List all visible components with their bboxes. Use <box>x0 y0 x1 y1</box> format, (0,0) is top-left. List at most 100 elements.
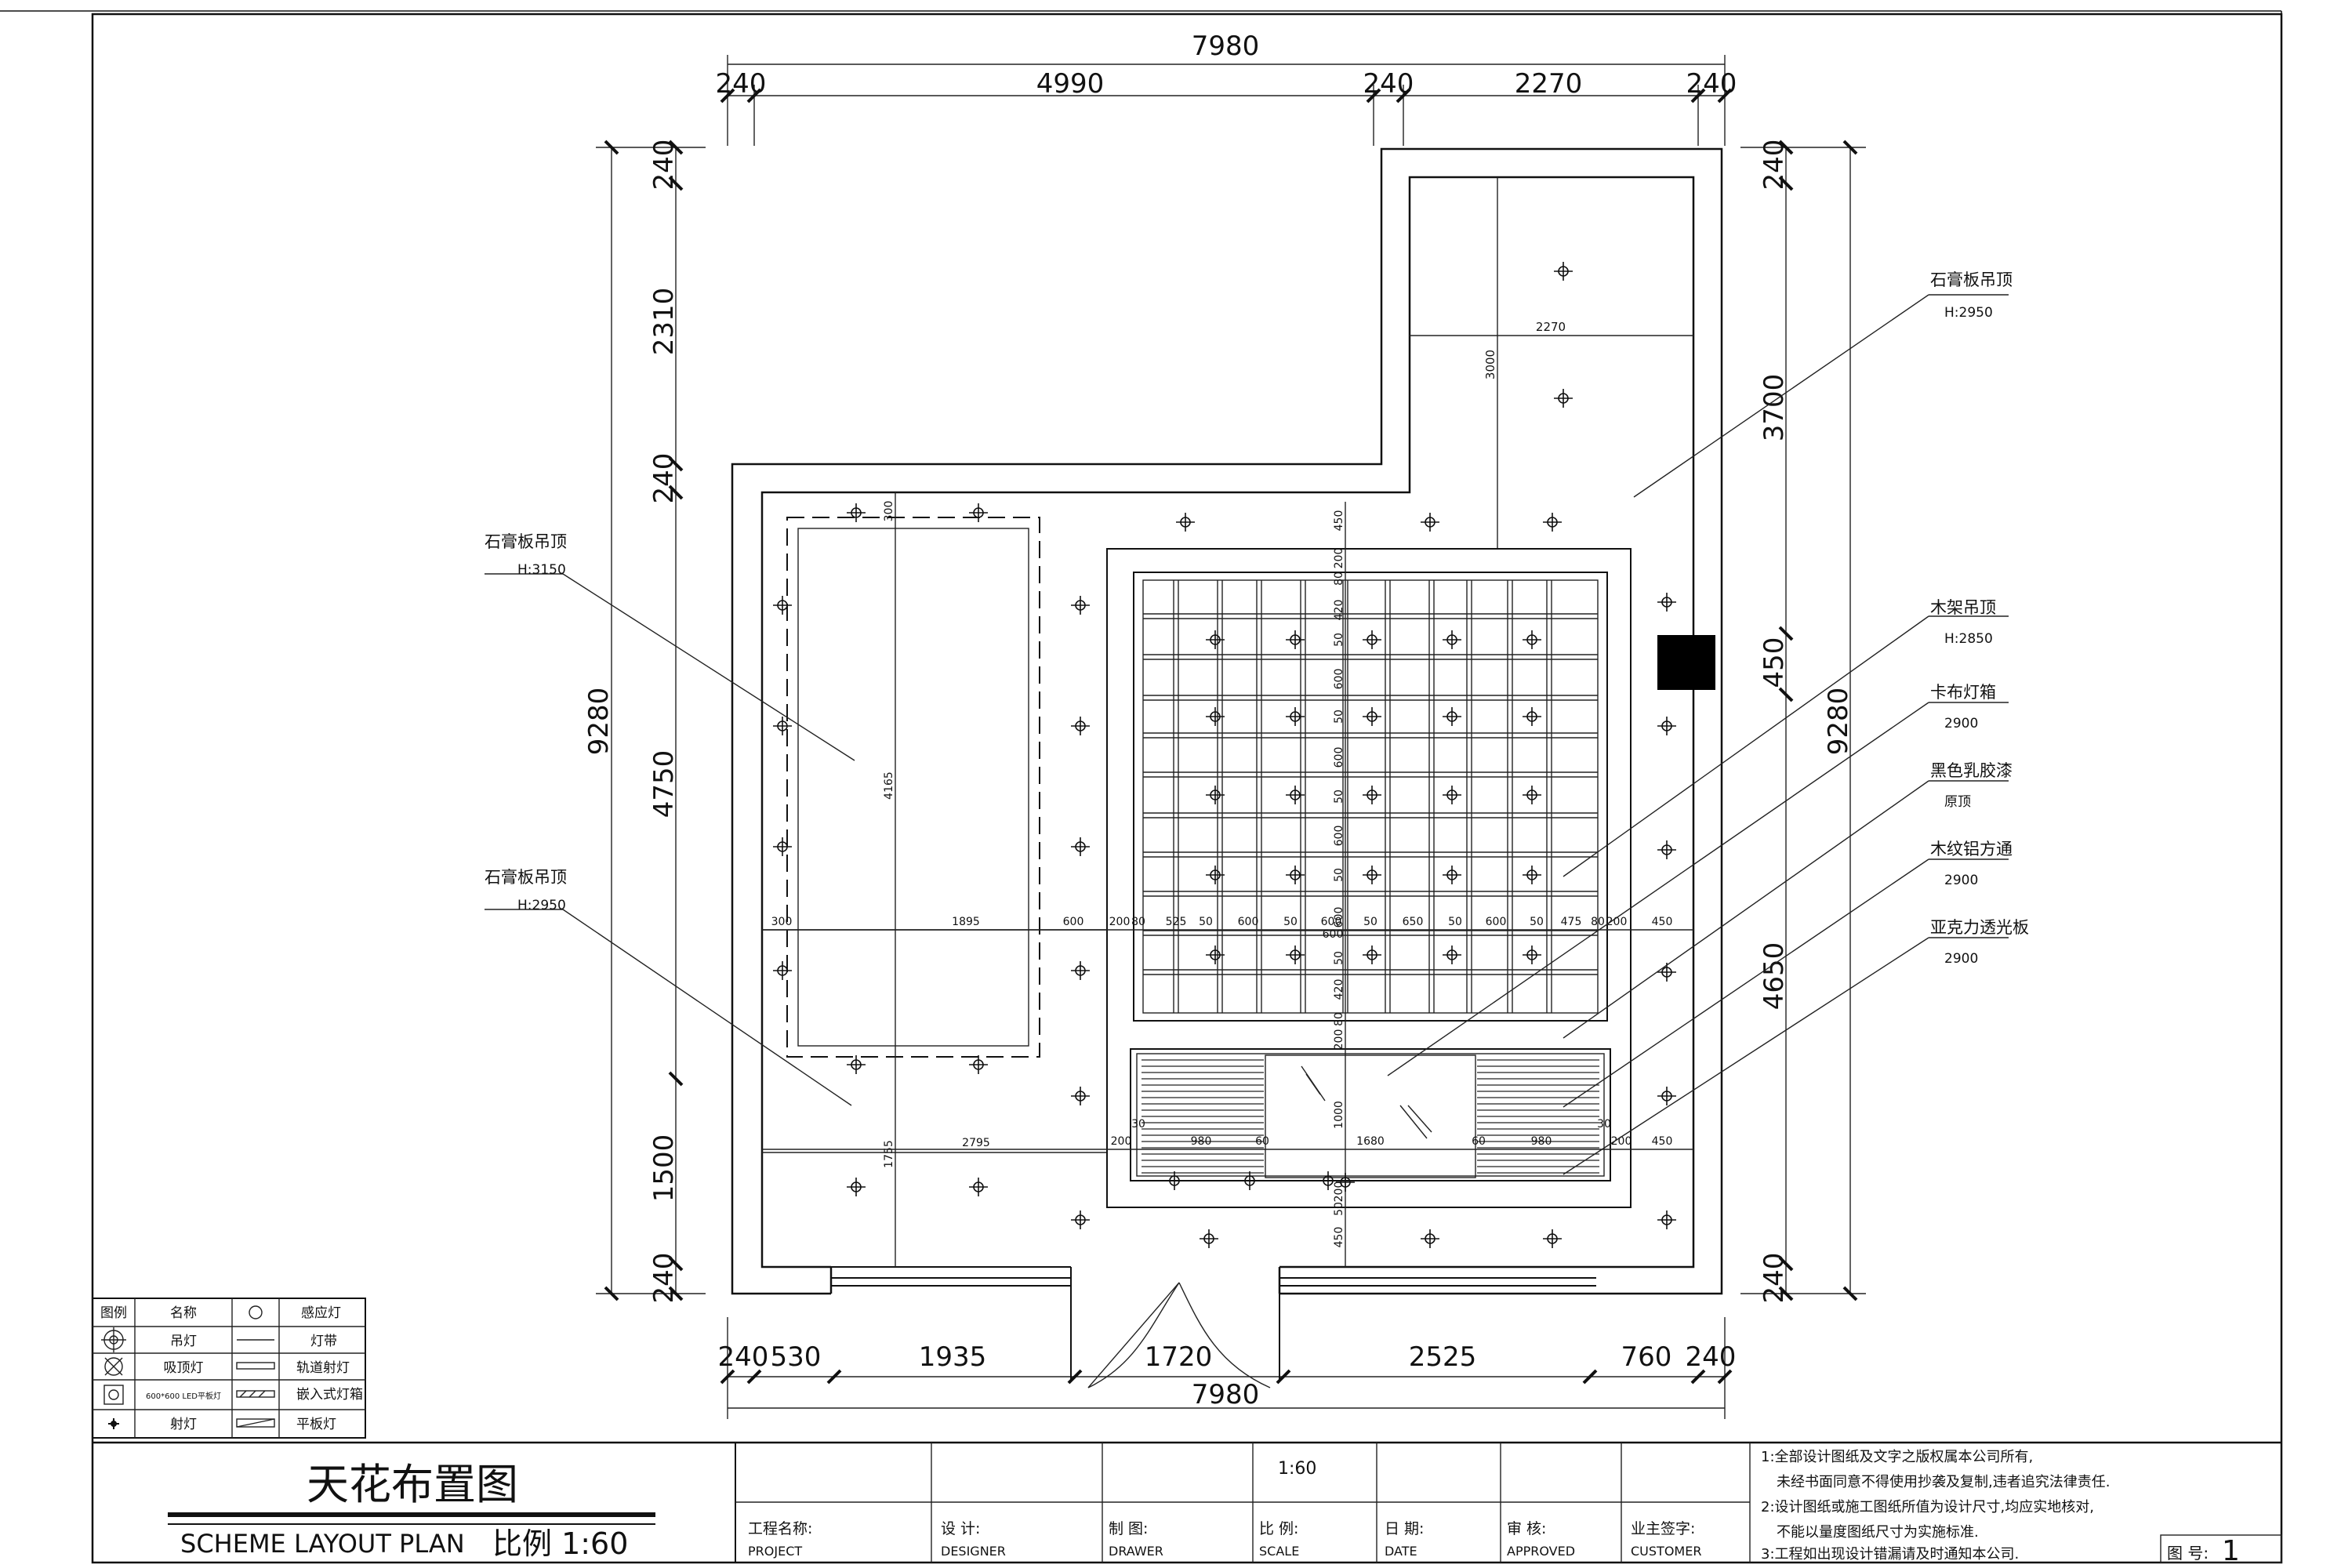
chandelier-icon <box>101 1327 126 1352</box>
grid-row-dim: 50 <box>1283 916 1298 928</box>
left-dim-seg-1: 240 <box>648 140 680 191</box>
spotlight-icon <box>1421 513 1439 532</box>
bottom-dim-seg-2: 530 <box>771 1341 822 1373</box>
fabric-light-box <box>1130 1048 1611 1181</box>
title-field-label: 工程名称: <box>748 1520 812 1537</box>
left-dim-seg-4: 4750 <box>648 750 680 818</box>
grid-col-dim: 600 <box>1333 907 1345 928</box>
legend-item-name: 600*600 LED平板灯 <box>146 1391 221 1401</box>
spotlight-icon <box>1363 946 1381 964</box>
left-total-dim: 9280 <box>583 688 615 756</box>
grid-row-dim: 50 <box>1199 916 1213 928</box>
grid-row-dim: 80 <box>1131 916 1145 928</box>
right-dimension-chain: 9280 240 3700 450 4650 240 <box>1740 140 1866 1303</box>
annotation-right-1-height: H:2950 <box>1944 305 1993 321</box>
grid-row-dim: 525 <box>1166 916 1187 928</box>
upper-room-ceiling: 2270 3000 <box>1410 177 1693 549</box>
spotlight-icon <box>1363 786 1381 804</box>
annotation-left-1-height: H:3150 <box>517 562 566 578</box>
lightbox-row-dim: 30 <box>1131 1118 1145 1131</box>
led-panel-icon <box>103 1385 124 1405</box>
spotlight-icon <box>1443 946 1461 964</box>
spotlights <box>773 262 1676 1248</box>
lightbox-row-dim: 60 <box>1255 1135 1269 1148</box>
spotlight-icon <box>847 503 866 522</box>
center-wood-grid-ceiling <box>762 502 1693 1267</box>
annotation-labels: 石膏板吊顶 H:3150 石膏板吊顶 H:2950 石膏板吊顶 H:2950 木… <box>485 270 2029 967</box>
left-ceiling-width-dim: 2795 <box>962 1137 990 1149</box>
sheet-number: 1 <box>2222 1535 2240 1567</box>
lightbox-row-dim: 60 <box>1472 1135 1486 1148</box>
lightbox-row-dim: 980 <box>1191 1135 1212 1148</box>
spotlight-icon <box>1071 961 1090 980</box>
grid-row-dim: 50 <box>1363 916 1377 928</box>
grid-row-dim: 300 <box>771 916 793 928</box>
title-field-label: 审 核: <box>1507 1520 1546 1537</box>
sheet-number-label: 图 号: <box>2167 1544 2209 1563</box>
title-field-label: 制 图: <box>1109 1520 1148 1537</box>
spotlight-icon <box>1523 786 1541 804</box>
note-line: 未经书面同意不得使用抄袭及复制,违者追究法律责任. <box>1777 1474 2110 1490</box>
spotlight-icon <box>773 596 792 615</box>
title-field-label-en: DATE <box>1385 1544 1417 1559</box>
spotlight-icon <box>1363 630 1381 649</box>
grid-row-dim: 1895 <box>952 916 980 928</box>
structural-column <box>1657 635 1715 690</box>
legend-item-right: 轨道射灯 <box>296 1360 350 1376</box>
upper-room-width-dim: 2270 <box>1536 320 1566 334</box>
right-total-dim: 9280 <box>1823 688 1854 756</box>
left-dimension-chain: 9280 240 2310 240 4750 1500 240 <box>583 140 706 1303</box>
spotlight-icon <box>1543 1229 1562 1248</box>
entrance-door-swing <box>1087 1282 1180 1388</box>
top-dim-seg-3: 240 <box>1363 68 1414 100</box>
spotlight-icon <box>1554 389 1573 408</box>
note-line: 1:全部设计图纸及文字之版权属本公司所有, <box>1761 1449 2033 1465</box>
bottom-dim-seg-3: 1935 <box>919 1341 987 1373</box>
note-line: 2:设计图纸或施工图纸所值为设计尺寸,均应实地核对, <box>1761 1499 2094 1515</box>
grid-row-dim: 600 <box>1063 916 1084 928</box>
spotlight-icon <box>1200 1229 1218 1248</box>
spotlight-icon <box>1071 596 1090 615</box>
grid-row-dim: 50 <box>1530 916 1544 928</box>
grid-col-dim: 600 <box>1333 826 1345 847</box>
title-field-label: 比 例: <box>1259 1520 1298 1537</box>
legend-header-name: 名称 <box>170 1305 197 1321</box>
annotation-right-5-name: 木纹铝方通 <box>1930 840 2013 858</box>
building-walls <box>731 147 1723 1388</box>
bottom-dim-seg-5: 2525 <box>1409 1341 1477 1373</box>
grid-row-dim: 450 <box>1652 916 1673 928</box>
spotlight-icon <box>847 1055 866 1074</box>
drawing-scale-label: 比例 1:60 <box>492 1526 628 1561</box>
spotlight-icon <box>773 717 792 735</box>
scale-value: 1:60 <box>1278 1459 1316 1479</box>
grid-row-dim: 200 <box>1109 916 1131 928</box>
panel-light-icon <box>236 1418 275 1428</box>
acrylic-panel <box>1265 1054 1476 1178</box>
wood-grain-aluminum-slats <box>1142 1059 1599 1174</box>
annotation-right-6-name: 亚克力透光板 <box>1930 918 2029 937</box>
spotlight-icon <box>1286 946 1305 964</box>
spotlight-icon <box>1071 1087 1090 1105</box>
spotlight-icon <box>969 1178 988 1196</box>
spotlight-icon <box>1206 946 1225 964</box>
title-field-label-en: PROJECT <box>748 1544 802 1559</box>
sensor-light-icon <box>249 1305 263 1319</box>
lightbox-row-dim: 200 <box>1611 1135 1632 1148</box>
top-dimension-chain: 7980 240 4990 240 2270 240 <box>716 31 1737 146</box>
spotlight-icon <box>1523 866 1541 884</box>
lightbox-col-dim: 200 <box>1333 1181 1345 1203</box>
spotlight-icon <box>847 1178 866 1196</box>
annotation-right-1-name: 石膏板吊顶 <box>1930 270 2013 289</box>
grid-row-dim: 80 <box>1591 916 1605 928</box>
right-dim-seg-4: 4650 <box>1759 942 1790 1011</box>
left-lower-height-dim: 1755 <box>883 1140 895 1168</box>
annotation-left-1-name: 石膏板吊顶 <box>485 532 567 551</box>
lightbox-row-dim: 30 <box>1597 1118 1611 1131</box>
grid-col-dim: 200 <box>1333 548 1345 569</box>
left-dim-seg-3: 240 <box>648 453 680 504</box>
spotlight-icon <box>1443 786 1461 804</box>
grid-col-dim: 600 <box>1333 747 1345 768</box>
spotlight-icon <box>1443 866 1461 884</box>
spotlight-icon <box>1071 837 1090 856</box>
spotlight-icon <box>1071 717 1090 735</box>
